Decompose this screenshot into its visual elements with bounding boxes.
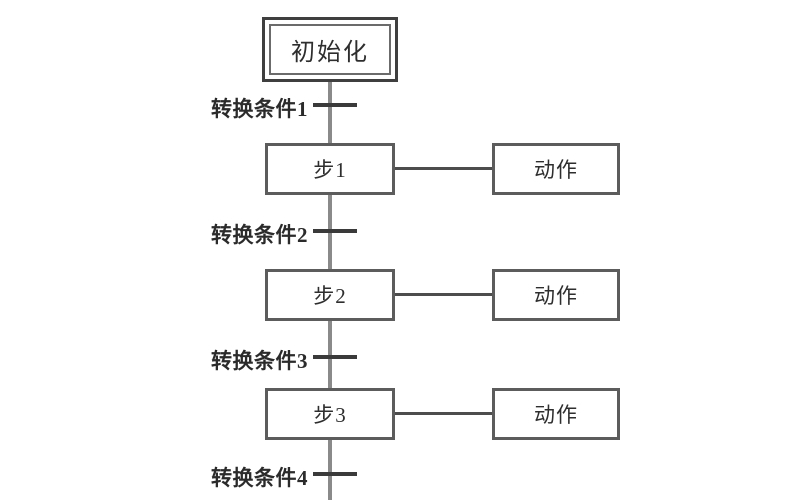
step-label-3: 步3 <box>313 403 347 427</box>
action-label-3: 动作 <box>534 403 578 427</box>
initial-step-box[interactable]: 初始化 <box>262 17 398 82</box>
action-label-1: 动作 <box>534 158 578 182</box>
action-box-2[interactable]: 动作 <box>492 269 620 321</box>
trunk-line-step3-to-end <box>328 440 332 500</box>
transition-tick-2 <box>313 229 357 233</box>
action-link-2 <box>395 293 492 296</box>
action-link-1 <box>395 167 492 170</box>
action-link-3 <box>395 412 492 415</box>
transition-label-2: 转换条件2 <box>211 223 308 247</box>
step-box-1[interactable]: 步1 <box>265 143 395 195</box>
initial-step-label: 初始化 <box>269 24 391 75</box>
action-label-2: 动作 <box>534 284 578 308</box>
action-box-3[interactable]: 动作 <box>492 388 620 440</box>
transition-tick-1 <box>313 103 357 107</box>
transition-label-1: 转换条件1 <box>211 97 308 121</box>
step-box-3[interactable]: 步3 <box>265 388 395 440</box>
transition-label-3: 转换条件3 <box>211 349 308 373</box>
action-box-1[interactable]: 动作 <box>492 143 620 195</box>
step-box-2[interactable]: 步2 <box>265 269 395 321</box>
transition-tick-3 <box>313 355 357 359</box>
transition-tick-4 <box>313 472 357 476</box>
trunk-line-init-to-step1 <box>328 82 332 145</box>
step-label-1: 步1 <box>313 158 347 182</box>
step-label-2: 步2 <box>313 284 347 308</box>
transition-label-4: 转换条件4 <box>211 466 308 490</box>
